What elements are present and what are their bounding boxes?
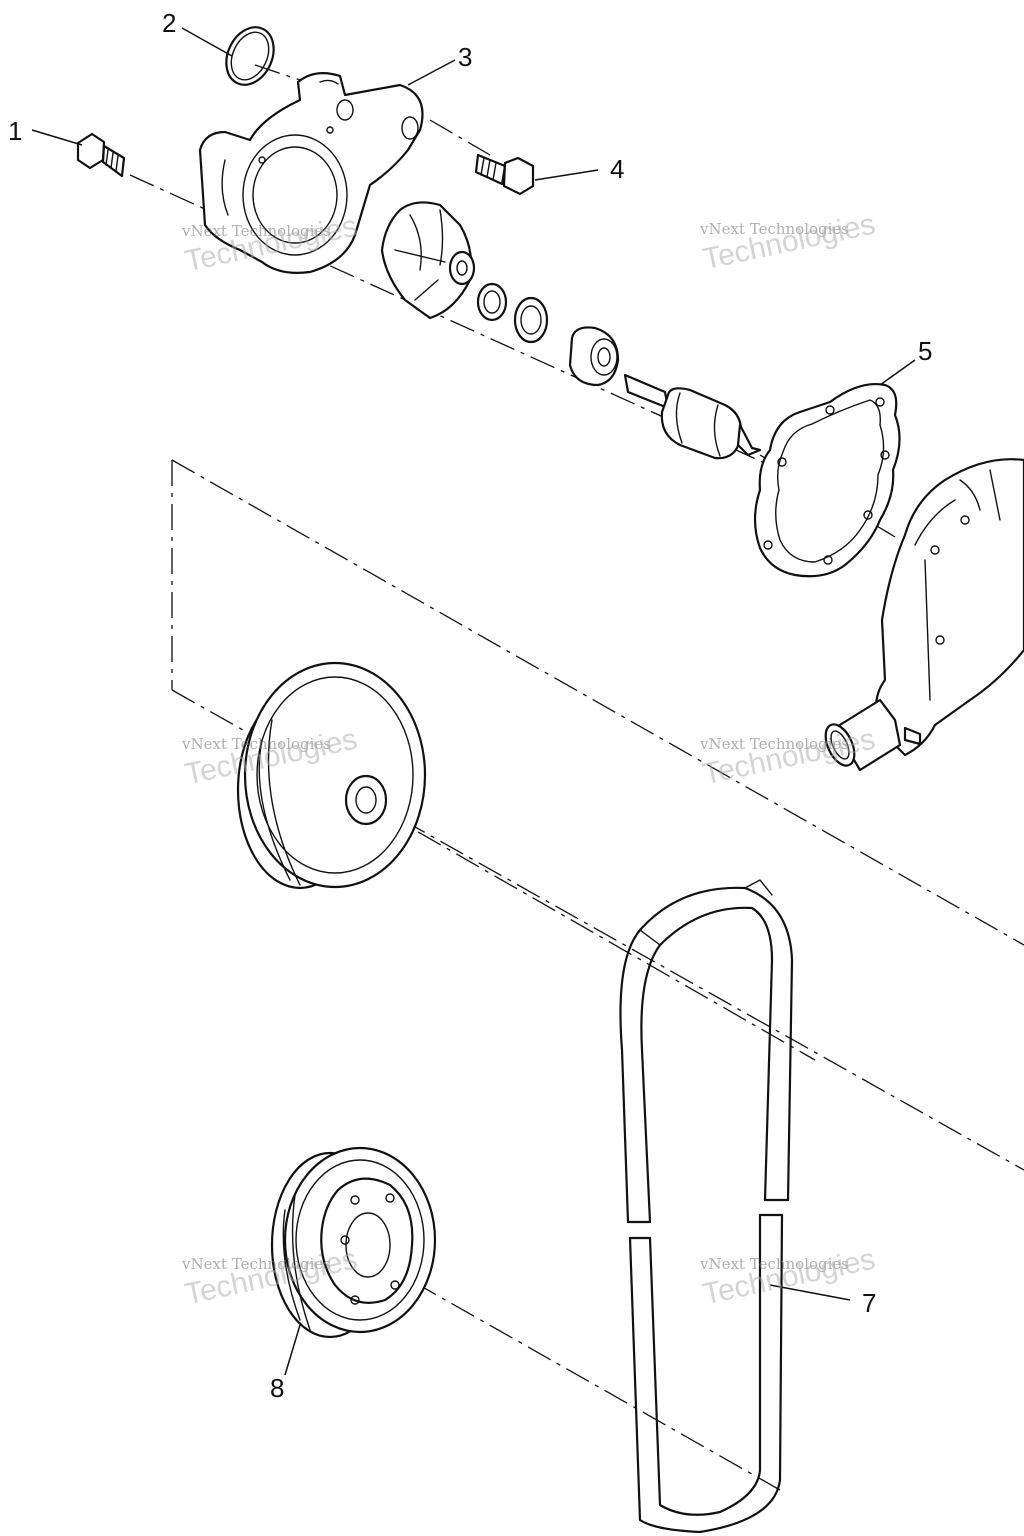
callout-8: 8 bbox=[270, 1373, 285, 1403]
mechanical-seal bbox=[568, 326, 620, 387]
pump-housing bbox=[824, 458, 1024, 772]
part-2-o-ring bbox=[225, 26, 275, 86]
callout-4: 4 bbox=[610, 154, 625, 184]
pump-pulley bbox=[236, 661, 427, 890]
callout-7: 7 bbox=[862, 1288, 877, 1318]
callout-3: 3 bbox=[458, 42, 473, 72]
callout-5: 5 bbox=[918, 336, 933, 366]
part-5-gasket bbox=[753, 383, 901, 578]
part-8-crank-pulley bbox=[270, 1146, 437, 1339]
impeller bbox=[380, 201, 476, 320]
part-1-drain-bolt bbox=[76, 132, 126, 178]
leader-lines bbox=[31, 27, 916, 1376]
part-7-v-belt bbox=[619, 879, 794, 1534]
seal-ring-a bbox=[476, 282, 508, 322]
callout-2: 2 bbox=[162, 8, 177, 38]
seal-ring-b bbox=[513, 296, 549, 344]
part-3-pump-cover bbox=[198, 71, 424, 274]
callout-1: 1 bbox=[8, 116, 23, 146]
part-4-bolt bbox=[474, 153, 535, 196]
pump-shaft-bearing bbox=[623, 373, 762, 460]
